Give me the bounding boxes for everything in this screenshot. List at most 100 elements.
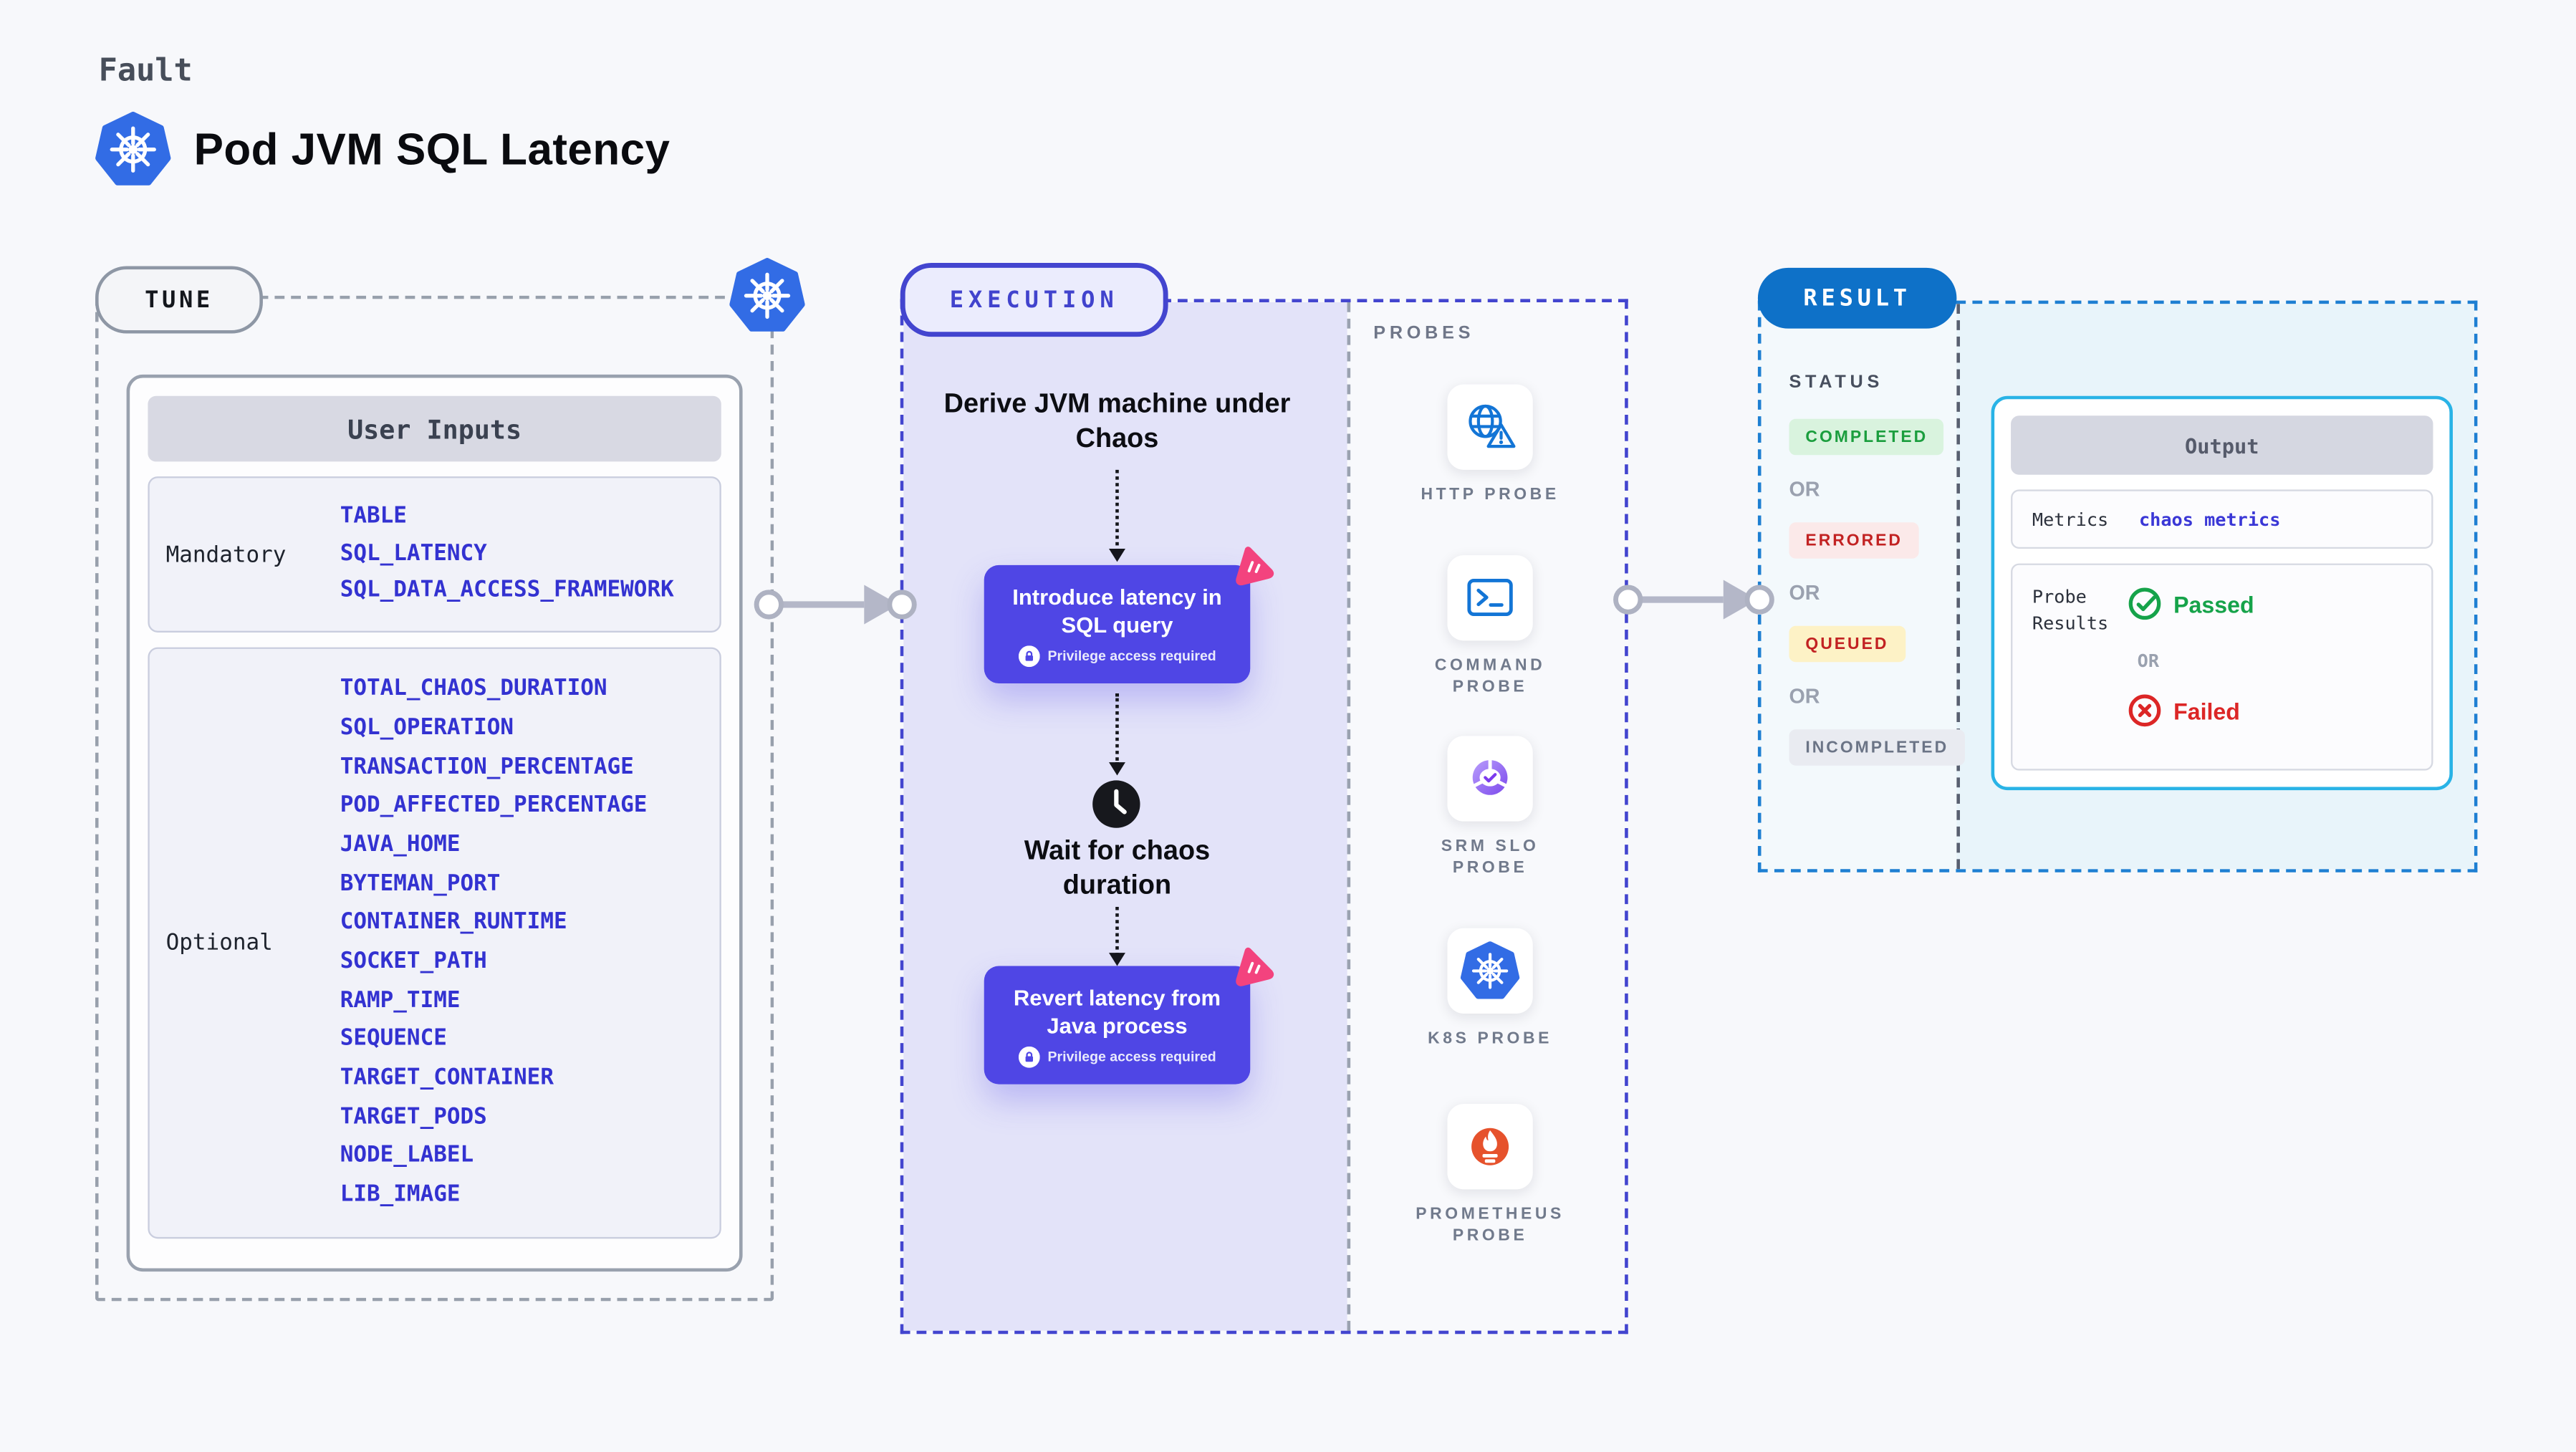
privilege-note: Privilege access required	[1018, 645, 1216, 666]
failed-label: Failed	[2173, 697, 2240, 724]
metrics-value: chaos metrics	[2138, 508, 2281, 530]
fault-type-label: Fault	[98, 52, 193, 89]
input-variable: TABLE	[340, 503, 407, 529]
optional-label: Optional	[165, 930, 273, 956]
metrics-row: Metrics chaos metrics	[2011, 489, 2433, 549]
or-label: OR	[1789, 478, 1820, 501]
mandatory-inputs-row: Mandatory TABLE SQL_LATENCY SQL_DATA_ACC…	[148, 476, 721, 633]
optional-inputs-row: Optional TOTAL_CHAOS_DURATION SQL_OPERAT…	[148, 647, 721, 1239]
flow-arrow-down	[1109, 906, 1125, 966]
input-variable: TRANSACTION_PERCENTAGE	[340, 753, 634, 780]
input-variable: SEQUENCE	[340, 1025, 447, 1052]
connector-dot	[1613, 585, 1643, 615]
probe-results-label: Probe Results	[2032, 586, 2109, 635]
input-variable: SOCKET_PATH	[340, 948, 487, 974]
privilege-note: Privilege access required	[1018, 1045, 1216, 1067]
flow-arrow-down	[1109, 469, 1125, 562]
result-section-label: RESULT	[1757, 267, 1957, 329]
status-badge-queued: QUEUED	[1789, 625, 1905, 663]
probe-label: K8S PROBE	[1428, 1029, 1552, 1049]
input-variable: CONTAINER_RUNTIME	[340, 908, 567, 936]
input-variable: TOTAL_CHAOS_DURATION	[340, 675, 607, 702]
tune-to-execution-arrow	[772, 585, 899, 625]
inject-step-label: Introduce latency in SQL query	[1012, 584, 1222, 637]
result-divider	[1956, 304, 1960, 870]
privilege-note-text: Privilege access required	[1047, 1048, 1216, 1065]
title-row: Pod JVM SQL Latency	[95, 112, 670, 187]
passed-result: Passed	[2128, 587, 2254, 621]
probe-card	[1447, 928, 1533, 1014]
input-variable: POD_AFFECTED_PERCENTAGE	[340, 792, 648, 819]
probe-card	[1447, 1104, 1533, 1190]
probe-card	[1447, 736, 1533, 822]
optional-values: TOTAL_CHAOS_DURATION SQL_OPERATION TRANS…	[334, 649, 720, 1237]
probe-item-k8s: K8S PROBE	[1350, 928, 1630, 1050]
probes-section-label: PROBES	[1373, 323, 1475, 344]
globe-alert-icon	[1469, 404, 1516, 448]
kubernetes-icon	[95, 112, 170, 187]
or-label: OR	[2137, 650, 2160, 672]
user-inputs-title: User Inputs	[148, 395, 721, 462]
input-variable: SQL_OPERATION	[340, 714, 514, 741]
probe-item-http: HTTP PROBE	[1350, 384, 1630, 506]
probe-card	[1447, 555, 1533, 641]
lock-icon	[1018, 1045, 1040, 1067]
input-variable: JAVA_HOME	[340, 831, 461, 857]
output-card: Output Metrics chaos metrics Probe Resul…	[1991, 395, 2453, 791]
input-variable: TARGET_PODS	[340, 1103, 487, 1130]
probe-label: HTTP PROBE	[1421, 486, 1559, 505]
status-title: STATUS	[1789, 372, 1884, 393]
x-circle-icon	[2128, 694, 2161, 727]
or-label: OR	[1789, 581, 1820, 605]
result-section: STATUS COMPLETED OR ERRORED OR QUEUED OR…	[1757, 300, 2478, 872]
status-badge-incompleted: INCOMPLETED	[1789, 729, 1966, 766]
clock-icon	[1092, 780, 1140, 828]
privilege-note-text: Privilege access required	[1047, 647, 1216, 664]
kubernetes-icon	[1461, 941, 1520, 1001]
derive-step-label: Derive JVM machine under Chaos	[943, 389, 1291, 453]
failed-result: Failed	[2128, 693, 2240, 728]
metrics-label: Metrics	[2032, 508, 2109, 530]
kubernetes-icon	[729, 258, 804, 333]
inject-latency-step: Introduce latency in SQL query Privilege…	[984, 565, 1251, 684]
input-variable: SQL_LATENCY	[340, 539, 487, 567]
input-variable: RAMP_TIME	[340, 986, 461, 1014]
mandatory-values: TABLE SQL_LATENCY SQL_DATA_ACCESS_FRAMEW…	[334, 478, 720, 630]
probe-label: SRM SLO PROBE	[1441, 837, 1539, 878]
probe-label: PROMETHEUS PROBE	[1416, 1206, 1565, 1246]
probe-item-prometheus: PROMETHEUS PROBE	[1350, 1104, 1630, 1247]
terminal-icon	[1467, 578, 1513, 616]
probe-item-command: COMMAND PROBE	[1350, 555, 1630, 698]
revert-step-label: Revert latency from Java process	[1013, 984, 1221, 1038]
execution-to-result-arrow	[1631, 580, 1758, 620]
input-variable: SQL_DATA_ACCESS_FRAMEWORK	[340, 577, 674, 604]
check-circle-icon	[2128, 587, 2161, 620]
status-badge-errored: ERRORED	[1789, 522, 1919, 559]
probes-divider	[1347, 302, 1351, 1331]
execution-section: Derive JVM machine under Chaos Introduce…	[900, 299, 1630, 1335]
passed-label: Passed	[2173, 590, 2254, 617]
connector-dot	[1744, 585, 1774, 615]
slo-donut-icon	[1472, 759, 1508, 795]
connector-dot	[754, 590, 784, 620]
connector-dot	[887, 590, 917, 620]
execution-section-label: EXECUTION	[900, 262, 1168, 337]
tune-section-label: TUNE	[95, 266, 263, 334]
input-variable: NODE_LABEL	[340, 1142, 474, 1169]
input-variable: LIB_IMAGE	[340, 1181, 461, 1208]
user-inputs-card: User Inputs Mandatory TABLE SQL_LATENCY …	[126, 374, 743, 1272]
prometheus-icon	[1471, 1128, 1509, 1165]
probe-card	[1447, 384, 1533, 470]
probe-label: COMMAND PROBE	[1434, 657, 1546, 697]
probe-results-row: Probe Results Passed OR Failed	[2011, 563, 2433, 771]
or-label: OR	[1789, 685, 1820, 708]
page-title: Pod JVM SQL Latency	[193, 124, 671, 173]
tune-section-border	[95, 295, 774, 1302]
lock-icon	[1018, 645, 1040, 666]
mandatory-label: Mandatory	[165, 541, 287, 568]
status-badge-completed: COMPLETED	[1789, 418, 1945, 456]
input-variable: TARGET_CONTAINER	[340, 1064, 554, 1091]
probe-item-srm-slo: SRM SLO PROBE	[1350, 736, 1630, 879]
input-variable: BYTEMAN_PORT	[340, 870, 501, 897]
